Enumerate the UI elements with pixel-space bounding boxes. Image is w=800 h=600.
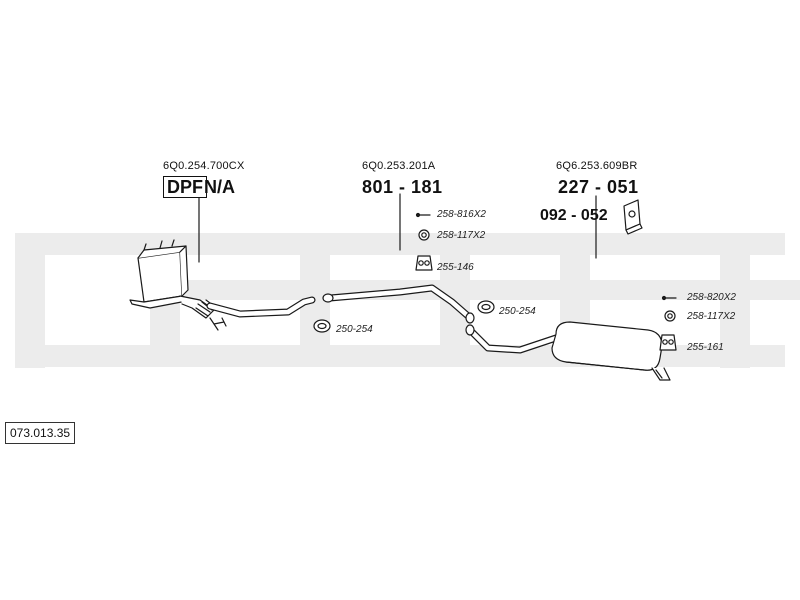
watermark-bar: [720, 233, 750, 368]
ring-front-label: 258-117X2: [437, 230, 486, 241]
clamp-a-label: 250-254: [336, 324, 373, 335]
dpf-unit: [129, 239, 227, 331]
diagram-code: 073.013.35: [5, 422, 76, 444]
dpf-oe-number: 6Q0.254.700CX: [163, 160, 245, 172]
middle-oe-number: 6Q0.253.201A: [362, 160, 436, 172]
watermark-bar: [300, 255, 330, 367]
hanger-icon-front: [415, 255, 433, 271]
dpf-box-label: DPF: [163, 176, 207, 198]
ring-icon-rear: [664, 310, 676, 322]
hanger-front-label: 255-146: [437, 262, 474, 273]
bolt-front-label: 258-816X2: [437, 209, 486, 220]
clamp-250-254-front: [313, 319, 331, 333]
clamp-250-254-rear: [477, 300, 495, 314]
hanger-icon-rear: [659, 334, 677, 351]
bolt-icon-rear: [661, 295, 677, 301]
rubber-mount-part-number: 092 - 052: [540, 207, 608, 224]
dpf-part-label: N/A: [204, 177, 235, 197]
middle-part-number: 801 - 181: [362, 177, 443, 197]
bolt-icon-front: [415, 212, 431, 218]
ring-rear-label: 258-117X2: [687, 311, 736, 322]
clamp-b-label: 250-254: [499, 306, 536, 317]
rubber-mount-icon: [623, 199, 643, 235]
rear-part-number: 227 - 051: [558, 177, 639, 197]
bolt-rear-label: 258-820X2: [687, 292, 736, 303]
rear-oe-number: 6Q6.253.609BR: [556, 160, 638, 172]
hanger-rear-label: 255-161: [687, 342, 724, 353]
rear-muffler: [551, 321, 671, 381]
ring-icon-front: [418, 229, 430, 241]
